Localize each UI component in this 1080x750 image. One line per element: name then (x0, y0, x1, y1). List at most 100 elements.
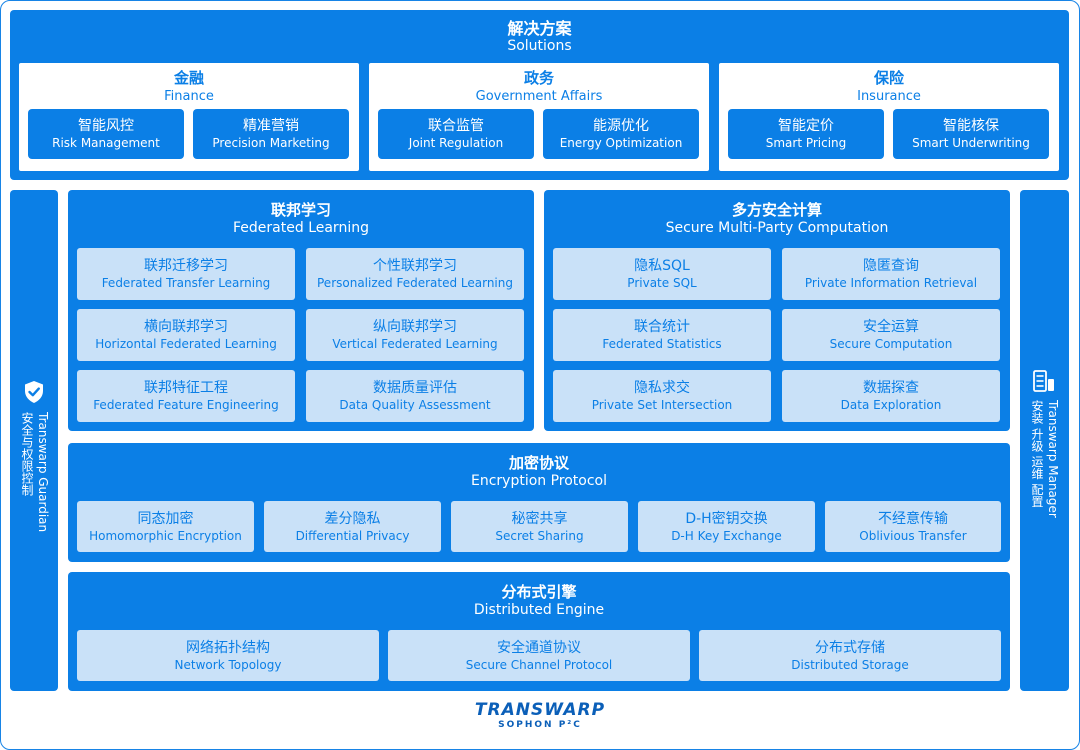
guardian-sidebar[interactable]: Transwarp Guardian 安全与权限控制 (10, 190, 58, 691)
item-en: Risk Management (52, 136, 160, 150)
engine-item-network-topology[interactable]: 网络拓扑结构 Network Topology (77, 630, 379, 681)
item-zh: 智能核保 (943, 118, 999, 134)
item-zh: 分布式存储 (815, 639, 885, 656)
federated-item-feature-engineering[interactable]: 联邦特征工程 Federated Feature Engineering (77, 370, 295, 422)
item-zh: 秘密共享 (511, 510, 568, 527)
item-en: Oblivious Transfer (859, 528, 967, 543)
item-en: D-H Key Exchange (671, 528, 782, 543)
item-en: Vertical Federated Learning (332, 337, 498, 351)
item-zh: 个性联邦学习 (373, 258, 457, 274)
item-en: Energy Optimization (559, 136, 683, 150)
item-en: Private SQL (627, 276, 697, 290)
logo-sub-text: SOPHON P²C (498, 720, 582, 730)
manager-label-en: Transwarp Manager (1046, 400, 1060, 518)
mpc-item-data-exploration[interactable]: 数据探查 Data Exploration (782, 370, 1000, 422)
item-en: Federated Transfer Learning (101, 276, 271, 290)
federated-learning-panel: 联邦学习 Federated Learning 联邦迁移学习 Federated… (68, 190, 534, 431)
item-en: Network Topology (174, 657, 282, 672)
solutions-panel: 解决方案 Solutions 金融 Finance 智能风控 Risk Mana… (10, 10, 1069, 180)
item-zh: 网络拓扑结构 (186, 639, 270, 656)
federated-title-zh: 联邦学习 (270, 201, 331, 219)
engine-item-secure-channel[interactable]: 安全通道协议 Secure Channel Protocol (388, 630, 690, 681)
item-zh: 差分隐私 (324, 510, 381, 527)
solution-item-joint-regulation[interactable]: 联合监管 Joint Regulation (378, 109, 534, 159)
manager-sidebar[interactable]: Transwarp Manager 安装 升级 运维 配置 (1020, 190, 1069, 691)
item-zh: 数据质量评估 (373, 380, 457, 396)
solution-group-title-zh: 政务 (523, 69, 554, 87)
mpc-item-private-sql[interactable]: 隐私SQL Private SQL (553, 248, 771, 300)
federated-title-en: Federated Learning (233, 220, 369, 236)
item-en: Data Exploration (840, 398, 942, 412)
solution-group-title-zh: 金融 (173, 69, 204, 87)
item-zh: 能源优化 (593, 118, 649, 134)
item-en: Distributed Storage (791, 657, 909, 672)
solution-item-energy-optimization[interactable]: 能源优化 Energy Optimization (543, 109, 699, 159)
item-zh: 同态加密 (137, 510, 194, 527)
mpc-item-pir[interactable]: 隐匿查询 Private Information Retrieval (782, 248, 1000, 300)
encryption-panel: 加密协议 Encryption Protocol 同态加密 Homomorphi… (68, 443, 1010, 562)
encryption-item-differential-privacy[interactable]: 差分隐私 Differential Privacy (264, 501, 441, 552)
item-en: Differential Privacy (295, 528, 410, 543)
server-icon (1033, 370, 1055, 392)
logo-main-text: TRANSWARP (474, 700, 606, 720)
engine-item-distributed-storage[interactable]: 分布式存储 Distributed Storage (699, 630, 1001, 681)
mpc-panel: 多方安全计算 Secure Multi-Party Computation 隐私… (544, 190, 1010, 431)
item-en: Private Information Retrieval (804, 276, 978, 290)
item-zh: 纵向联邦学习 (373, 319, 457, 335)
solution-item-risk-management[interactable]: 智能风控 Risk Management (28, 109, 184, 159)
engine-panel: 分布式引擎 Distributed Engine 网络拓扑结构 Network … (68, 572, 1010, 691)
manager-label-zh: 安装 升级 运维 配置 (1030, 400, 1044, 508)
mpc-title-zh: 多方安全计算 (731, 201, 822, 219)
item-zh: 安全通道协议 (497, 639, 581, 656)
item-zh: 联邦特征工程 (144, 380, 228, 396)
federated-item-personalized[interactable]: 个性联邦学习 Personalized Federated Learning (306, 248, 524, 300)
federated-item-vertical[interactable]: 纵向联邦学习 Vertical Federated Learning (306, 309, 524, 361)
solution-item-smart-underwriting[interactable]: 智能核保 Smart Underwriting (893, 109, 1049, 159)
solution-group-finance: 金融 Finance 智能风控 Risk Management 精准营销 Pre… (19, 63, 359, 171)
encryption-item-dh-key-exchange[interactable]: D-H密钥交换 D-H Key Exchange (638, 501, 815, 552)
item-zh: 隐私SQL (634, 258, 690, 274)
solution-item-smart-pricing[interactable]: 智能定价 Smart Pricing (728, 109, 884, 159)
engine-title-en: Distributed Engine (473, 602, 605, 618)
solution-item-precision-marketing[interactable]: 精准营销 Precision Marketing (193, 109, 349, 159)
item-zh: 联邦迁移学习 (144, 258, 228, 274)
guardian-label-zh: 安全与权限控制 (20, 412, 34, 496)
item-zh: 数据探查 (863, 380, 919, 396)
item-en: Horizontal Federated Learning (95, 337, 277, 351)
item-zh: 联合监管 (428, 118, 484, 134)
item-zh: 精准营销 (243, 118, 299, 134)
encryption-title-en: Encryption Protocol (470, 473, 608, 489)
item-en: Secure Channel Protocol (465, 657, 613, 672)
item-zh: 横向联邦学习 (144, 319, 228, 335)
shield-check-icon (23, 380, 45, 404)
solution-group-title-en: Government Affairs (475, 89, 603, 104)
guardian-labels: Transwarp Guardian 安全与权限控制 (20, 412, 50, 532)
item-zh: 智能定价 (778, 118, 834, 134)
solutions-title-zh: 解决方案 (507, 19, 572, 38)
federated-item-transfer-learning[interactable]: 联邦迁移学习 Federated Transfer Learning (77, 248, 295, 300)
solution-group-title-en: Finance (164, 89, 214, 104)
federated-item-data-quality[interactable]: 数据质量评估 Data Quality Assessment (306, 370, 524, 422)
mpc-item-psi[interactable]: 隐私求交 Private Set Intersection (553, 370, 771, 422)
mpc-item-secure-computation[interactable]: 安全运算 Secure Computation (782, 309, 1000, 361)
solution-group-title-en: Insurance (857, 89, 921, 104)
manager-labels: Transwarp Manager 安装 升级 运维 配置 (1030, 400, 1060, 518)
item-en: Federated Statistics (602, 337, 722, 351)
federated-item-horizontal[interactable]: 横向联邦学习 Horizontal Federated Learning (77, 309, 295, 361)
solution-group-government: 政务 Government Affairs 联合监管 Joint Regulat… (369, 63, 709, 171)
mpc-title-en: Secure Multi-Party Computation (665, 220, 889, 236)
guardian-label-en: Transwarp Guardian (36, 412, 50, 533)
solutions-title-en: Solutions (507, 38, 572, 54)
engine-title-zh: 分布式引擎 (501, 583, 577, 601)
item-zh: 隐匿查询 (863, 258, 919, 274)
item-en: Personalized Federated Learning (317, 276, 513, 290)
item-en: Secret Sharing (495, 528, 584, 543)
item-zh: D-H密钥交换 (685, 510, 768, 527)
item-zh: 联合统计 (634, 319, 690, 335)
item-en: Smart Pricing (765, 136, 847, 150)
mpc-item-federated-statistics[interactable]: 联合统计 Federated Statistics (553, 309, 771, 361)
item-zh: 智能风控 (78, 118, 134, 134)
encryption-item-oblivious-transfer[interactable]: 不经意传输 Oblivious Transfer (825, 501, 1001, 552)
encryption-item-secret-sharing[interactable]: 秘密共享 Secret Sharing (451, 501, 628, 552)
encryption-item-homomorphic[interactable]: 同态加密 Homomorphic Encryption (77, 501, 254, 552)
